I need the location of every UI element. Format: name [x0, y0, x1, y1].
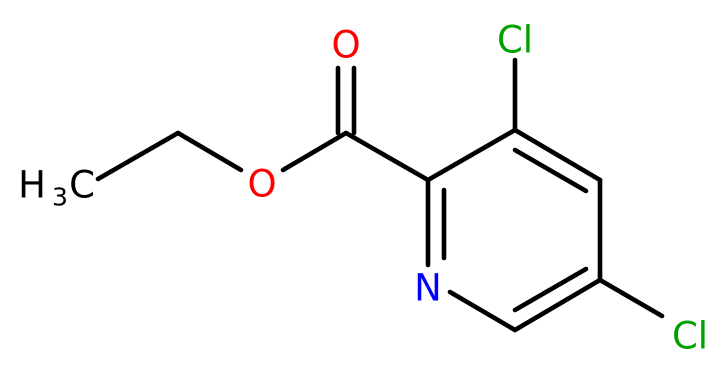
bond-c6-n: [447, 289, 518, 333]
chlorine-right-label: Cl: [672, 315, 708, 358]
methyl-c: C: [69, 164, 95, 207]
bond-c3-c4-inner: [512, 147, 589, 194]
carbonyl-oxygen-label: O: [331, 24, 360, 67]
bond-c5-cl: [597, 277, 665, 319]
methyl-h: H: [18, 164, 46, 207]
bond-c3-c4: [512, 127, 603, 183]
bond-c2-c3: [425, 127, 518, 183]
chlorine-top-label: Cl: [497, 19, 533, 62]
methyl-label: H 3 C: [18, 164, 95, 212]
methyl-subscript: 3: [52, 183, 68, 212]
bond-ch3-ch2: [95, 130, 181, 182]
bond-c5-c6: [512, 277, 603, 333]
bond-ch2-o: [175, 130, 244, 173]
bond-c5-c6-inner: [512, 266, 589, 313]
ring-nitrogen-label: N: [414, 267, 442, 310]
bond-carbonyl-c2: [343, 130, 431, 183]
ester-oxygen-label: O: [247, 163, 276, 206]
bond-o-carbonyl: [280, 130, 349, 173]
